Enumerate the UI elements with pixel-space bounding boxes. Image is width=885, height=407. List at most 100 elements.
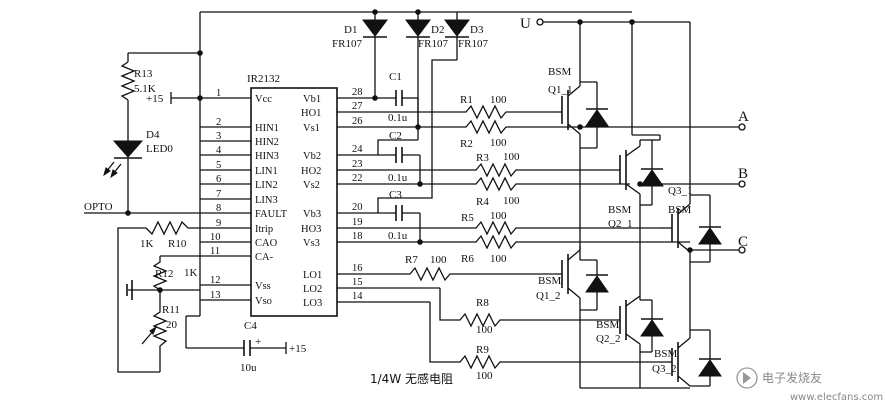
junction-dot xyxy=(372,95,378,101)
pin-name: HIN1 xyxy=(255,123,279,134)
vcc-supply-label: +15 xyxy=(146,93,164,105)
watermark: 电子发烧友 www.elecfans.com xyxy=(736,367,883,403)
igbt-q2-2: BSM Q2_2 xyxy=(596,295,664,353)
pin-number: 20 xyxy=(352,202,363,213)
pin-number: 19 xyxy=(352,217,363,228)
pin-number: 6 xyxy=(216,174,221,185)
pin-number: 10 xyxy=(210,232,221,243)
resistor-r3: R3 100 xyxy=(460,151,600,178)
r10-label-name: 1K xyxy=(140,238,154,250)
resistor-r9: R9 100 xyxy=(429,302,650,382)
pin-name: Itrip xyxy=(255,224,273,235)
cap-name: C3 xyxy=(389,189,402,201)
d3-to-vb3 xyxy=(377,59,457,213)
igbt-q1-2: BSM Q1_2 xyxy=(536,246,609,311)
r13-value: 5.1K xyxy=(134,83,156,95)
resistor-r5: R5 100 xyxy=(460,210,660,236)
watermark-logo-mark xyxy=(743,372,751,384)
pin-name: HO2 xyxy=(301,166,321,177)
resistor-name: R5 xyxy=(461,212,474,224)
igbt-type: BSM xyxy=(548,66,571,78)
pin-number: 23 xyxy=(352,159,363,170)
watermark-logo xyxy=(736,367,758,389)
pin-number: 18 xyxy=(352,231,363,242)
diode-name: D1 xyxy=(344,24,357,36)
junction-dot xyxy=(197,50,203,56)
resistor-r7: R7 100 xyxy=(400,254,555,282)
phase-b-label: B xyxy=(738,166,748,182)
u-terminal xyxy=(536,18,544,26)
pin-name: Vss xyxy=(255,281,271,292)
resistor-value: 100 xyxy=(503,151,520,163)
pin-number: 12 xyxy=(210,275,221,286)
resistor-r10 xyxy=(117,220,200,373)
pin-name: Vb3 xyxy=(303,209,321,220)
bootstrap-diodes: D1 FR107 D2 FR107 D3 FR107 xyxy=(128,9,632,300)
resistor-r1: R1 100 xyxy=(460,94,555,120)
resistor-value: 100 xyxy=(490,94,507,106)
phase-c-label: C xyxy=(738,234,748,250)
r12-name: R12 xyxy=(155,268,173,280)
pin-name: Vs1 xyxy=(303,123,320,134)
bootstrap-caps: C1 0.1u C2 0.1u C3 0.1u xyxy=(378,71,423,245)
pin-number: 27 xyxy=(352,101,363,112)
resistor-value: 100 xyxy=(476,324,493,336)
pin-number: 15 xyxy=(352,277,363,288)
pin-number: 8 xyxy=(216,203,221,214)
pin-number: 5 xyxy=(216,160,221,171)
cap-value: 0.1u xyxy=(388,230,408,242)
cap-name: C2 xyxy=(389,130,402,142)
igbt-name: Q2_2 xyxy=(596,333,620,345)
pin-name: HIN2 xyxy=(255,137,279,148)
resistor-name: R9 xyxy=(476,344,489,356)
pin-name: LO3 xyxy=(303,298,322,309)
igbt-type: BSM xyxy=(608,204,631,216)
igbt-type: BSM xyxy=(596,319,619,331)
pin-number: 4 xyxy=(216,145,222,156)
junction-dot xyxy=(415,9,421,15)
igbt-type: BSM xyxy=(538,275,561,287)
pin-number: 9 xyxy=(216,218,221,229)
igbt-name: Q2_1 xyxy=(608,218,632,230)
resistor-value: 100 xyxy=(490,253,507,265)
pin-number: 2 xyxy=(216,117,221,128)
diode-d3: D3 FR107 xyxy=(444,19,488,60)
diode-name: D3 xyxy=(470,24,484,36)
resistor-name: R7 xyxy=(405,254,418,266)
c4-name: C4 xyxy=(244,320,257,332)
pin-name: LO1 xyxy=(303,270,322,281)
diode-part: FR107 xyxy=(332,38,362,50)
fault-led-circuit: R13 5.1K D4 LED0 OPTO +15 xyxy=(84,53,200,216)
igbt-name: Q3_1 xyxy=(668,185,692,197)
pin-number: 1 xyxy=(216,88,221,99)
igbt-q3-2: BSM Q3_2 xyxy=(650,329,722,387)
diode-part: FR107 xyxy=(418,38,448,50)
pin-name: CA- xyxy=(255,252,274,263)
pin-name: Vb2 xyxy=(303,151,321,162)
pin-number: 14 xyxy=(352,291,363,302)
pin-name: HO3 xyxy=(301,224,321,235)
pin-name: HO1 xyxy=(301,108,321,119)
r10-name: R10 xyxy=(168,238,187,250)
r12-value: 1K xyxy=(184,267,198,279)
resistor-name: R4 xyxy=(476,196,489,208)
igbt-name: Q1_1 xyxy=(548,84,572,96)
gate-resistors: R1 100 R2 100 R3 100 R4 100 R5 100 xyxy=(400,94,690,382)
pin-name: LIN1 xyxy=(255,166,278,177)
